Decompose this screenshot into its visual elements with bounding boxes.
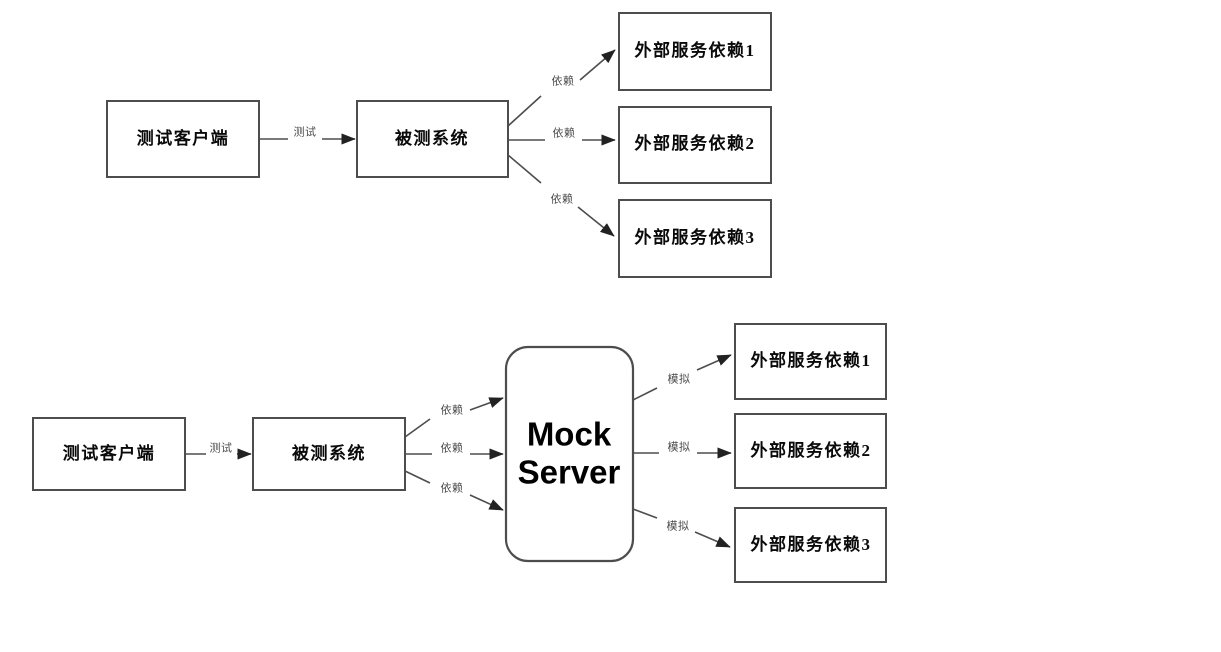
mock-server-label-line1: Mock (527, 416, 612, 453)
bottom-external-service-2-label: 外部服务依赖2 (751, 440, 872, 460)
bottom-edge-mock-3-line-a (404, 470, 431, 484)
bottom-external-service-3-label: 外部服务依赖3 (751, 534, 872, 554)
diagram-bottom: 测试客户端 测试 被测系统 依赖 依赖 依赖 (32, 323, 887, 583)
bottom-external-service-1-box (734, 323, 887, 400)
top-edge-service-1-label: 依赖 (552, 75, 575, 88)
top-edge-system-to-service-1: 依赖 (507, 49, 616, 127)
top-system-under-test-box (356, 100, 509, 178)
top-external-service-2-label: 外部服务依赖2 (635, 133, 756, 153)
bottom-edge-service-3-line-a (632, 508, 658, 519)
top-edge-service-3-line-b (577, 206, 615, 237)
top-test-client-node: 测试客户端 (106, 100, 260, 178)
top-test-client-box (106, 100, 260, 178)
bottom-edge-system-to-mock-3: 依赖 (404, 470, 504, 511)
top-edge-client-system-label: 测试 (294, 126, 317, 139)
bottom-edge-client-system-label: 测试 (210, 442, 233, 455)
bottom-edge-service-3-label: 模拟 (667, 519, 690, 533)
bottom-test-client-label: 测试客户端 (63, 443, 156, 463)
bottom-test-client-box (32, 417, 186, 491)
bottom-external-service-2-box (734, 413, 887, 489)
bottom-edge-client-to-system: 测试 (185, 442, 252, 460)
top-external-service-2-node: 外部服务依赖2 (618, 106, 772, 184)
bottom-edge-service-3-line-b (694, 531, 731, 548)
bottom-edge-mock-1-line-a (404, 418, 431, 438)
top-test-client-label: 测试客户端 (137, 128, 230, 148)
bottom-edge-mock-to-service-1: 模拟 (632, 354, 732, 401)
top-edge-system-to-service-3: 依赖 (507, 154, 615, 237)
mock-server-node: Mock Server (504, 345, 635, 563)
bottom-edge-system-to-mock-2: 依赖 (405, 442, 504, 460)
bottom-edge-service-1-line-b (696, 354, 732, 371)
top-external-service-2-box (618, 106, 772, 184)
top-edge-service-1-line-b (579, 49, 616, 81)
top-edge-service-3-label: 依赖 (551, 193, 574, 206)
bottom-edge-service-1-line-a (632, 387, 658, 401)
top-system-under-test-node: 被测系统 (356, 100, 509, 178)
top-system-under-test-label: 被测系统 (395, 128, 469, 148)
mock-server-label-line2: Server (518, 454, 621, 491)
bottom-external-service-2-node: 外部服务依赖2 (734, 413, 887, 489)
diagram-top: 测试客户端 测试 被测系统 依赖 依赖 依赖 (106, 12, 772, 278)
bottom-edge-mock-1-line-b (469, 397, 504, 411)
top-external-service-3-label: 外部服务依赖3 (635, 227, 756, 247)
bottom-edge-mock-to-service-2: 模拟 (633, 440, 732, 459)
mock-server-box (504, 345, 635, 563)
bottom-edge-mock-2-label: 依赖 (441, 442, 464, 455)
bottom-external-service-3-box (734, 507, 887, 583)
bottom-edge-service-1-label: 模拟 (668, 372, 691, 386)
top-external-service-1-node: 外部服务依赖1 (618, 12, 772, 91)
bottom-edge-mock-3-label: 依赖 (441, 482, 464, 495)
top-edge-system-to-service-2: 依赖 (508, 127, 616, 146)
bottom-external-service-1-label: 外部服务依赖1 (751, 350, 872, 370)
top-edge-service-2-label: 依赖 (553, 127, 576, 140)
bottom-edge-mock-3-line-b (469, 494, 504, 511)
bottom-external-service-3-node: 外部服务依赖3 (734, 507, 887, 583)
top-edge-client-to-system: 测试 (259, 126, 356, 145)
bottom-edge-mock-1-label: 依赖 (441, 404, 464, 417)
bottom-edge-mock-to-service-3: 模拟 (632, 508, 731, 548)
top-edge-service-1-line-a (507, 95, 542, 127)
top-edge-service-3-line-a (507, 154, 542, 184)
bottom-external-service-1-node: 外部服务依赖1 (734, 323, 887, 400)
bottom-edge-service-2-label: 模拟 (668, 440, 691, 454)
top-external-service-3-node: 外部服务依赖3 (618, 199, 772, 278)
top-external-service-3-box (618, 199, 772, 278)
bottom-test-client-node: 测试客户端 (32, 417, 186, 491)
bottom-system-under-test-label: 被测系统 (292, 443, 366, 463)
bottom-system-under-test-box (252, 417, 406, 491)
top-external-service-1-label: 外部服务依赖1 (635, 40, 756, 60)
bottom-edge-system-to-mock-1: 依赖 (404, 397, 504, 438)
bottom-system-under-test-node: 被测系统 (252, 417, 406, 491)
top-external-service-1-box (618, 12, 772, 91)
